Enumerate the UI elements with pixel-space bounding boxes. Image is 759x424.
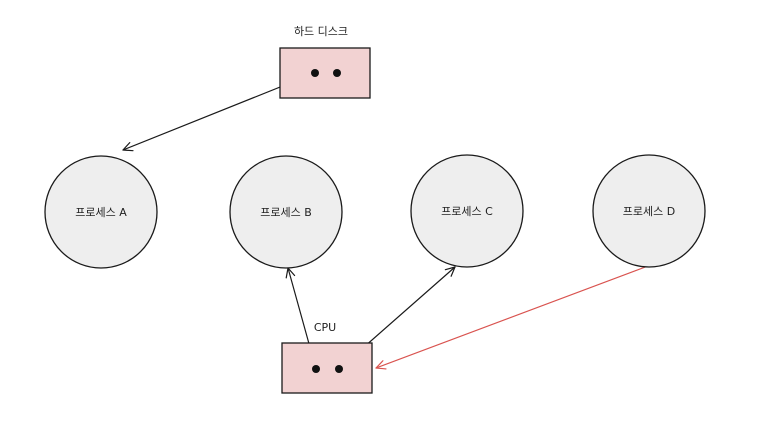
cpu-box xyxy=(281,342,373,394)
process-c: 프로세스 C xyxy=(410,154,524,268)
hard-disk-port-left xyxy=(311,69,319,77)
hard-disk-box xyxy=(279,47,371,99)
process-c-circle xyxy=(410,154,524,268)
cpu-port-right xyxy=(335,365,343,373)
process-b: 프로세스 B xyxy=(229,155,343,269)
hard-disk-label: 하드 디스크 xyxy=(294,24,348,38)
process-c-label: 프로세스 C xyxy=(441,205,493,218)
process-b-circle xyxy=(229,155,343,269)
hard-disk: 하드 디스크 xyxy=(279,24,371,99)
process-d-label: 프로세스 D xyxy=(623,205,675,218)
cpu-port-left xyxy=(312,365,320,373)
process-d: 프로세스 D xyxy=(592,154,706,268)
edge-D-to-cpu xyxy=(375,265,649,369)
arrowhead-disk-to-A xyxy=(122,142,134,152)
arrowhead-cpu-to-C xyxy=(444,266,456,277)
edges-layer xyxy=(122,72,649,370)
hard-disk-port-right xyxy=(333,69,341,77)
arrowhead-D-to-cpu xyxy=(375,360,387,370)
process-d-circle xyxy=(592,154,706,268)
process-b-label: 프로세스 B xyxy=(260,206,312,219)
process-a-label: 프로세스 A xyxy=(75,206,127,219)
cpu: CPU xyxy=(281,321,373,394)
cpu-label: CPU xyxy=(314,321,336,334)
process-a: 프로세스 A xyxy=(44,155,158,269)
process-a-circle xyxy=(44,155,158,269)
